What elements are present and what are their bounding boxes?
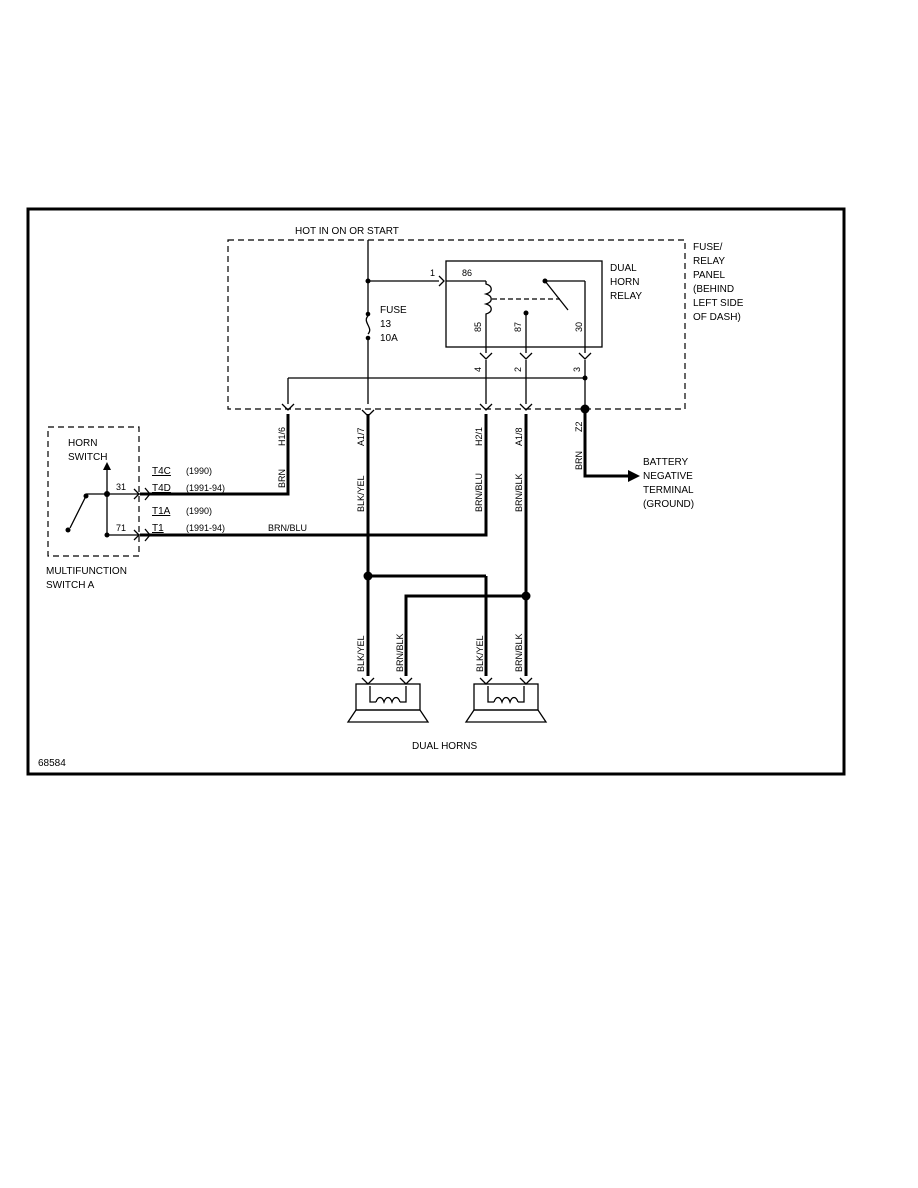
dual-horn-relay: 1 DUAL HORN RELAY 86 85 87 30 4 2 3 xyxy=(430,260,642,372)
svg-text:BRN/BLU: BRN/BLU xyxy=(268,523,307,533)
switch-connector-labels: T4C (1990) T4D (1991-94) T1A (1990) T1 (… xyxy=(152,466,225,534)
svg-text:(1991-94): (1991-94) xyxy=(186,523,225,533)
connector-labels: H1/6 A1/7 H2/1 A1/8 Z2 xyxy=(277,421,584,446)
svg-text:BRN: BRN xyxy=(574,451,584,470)
svg-text:(GROUND): (GROUND) xyxy=(643,499,694,510)
relay-output-wires xyxy=(281,360,588,411)
fuse-relay-panel-box xyxy=(227,239,686,410)
svg-text:BRN: BRN xyxy=(277,469,287,488)
svg-text:RELAY: RELAY xyxy=(693,256,725,267)
battery-ground-label: BATTERY NEGATIVE TERMINAL (GROUND) xyxy=(643,457,694,510)
svg-text:T1A: T1A xyxy=(152,506,171,517)
svg-text:BRN/BLU: BRN/BLU xyxy=(474,473,484,512)
dual-horns-label: DUAL HORNS xyxy=(412,741,478,752)
horn-left xyxy=(346,677,430,723)
svg-text:BATTERY: BATTERY xyxy=(643,457,689,468)
multifunction-switch-label: MULTIFUNCTION SWITCH A xyxy=(46,566,127,591)
svg-text:1: 1 xyxy=(430,268,435,278)
svg-text:BRN/BLK: BRN/BLK xyxy=(514,633,524,672)
svg-text:(1990): (1990) xyxy=(186,506,212,516)
svg-text:BLK/YEL: BLK/YEL xyxy=(475,635,485,672)
svg-text:13: 13 xyxy=(380,319,392,330)
svg-text:FUSE: FUSE xyxy=(380,305,407,316)
svg-text:BLK/YEL: BLK/YEL xyxy=(356,475,366,512)
svg-text:HORN: HORN xyxy=(68,438,97,449)
svg-text:NEGATIVE: NEGATIVE xyxy=(643,471,693,482)
wire-color-labels: BRN BLK/YEL BRN/BLU BRN/BLK BRN BRN/BLU … xyxy=(268,451,584,672)
svg-text:87: 87 xyxy=(513,322,523,332)
svg-text:DUAL: DUAL xyxy=(610,263,637,274)
power-feed-wire xyxy=(365,240,445,313)
svg-text:71: 71 xyxy=(116,523,126,533)
svg-text:Z2: Z2 xyxy=(574,421,584,432)
svg-text:LEFT SIDE: LEFT SIDE xyxy=(693,298,744,309)
external-wires xyxy=(140,404,640,676)
svg-text:3: 3 xyxy=(572,367,582,372)
svg-text:30: 30 xyxy=(574,322,584,332)
svg-text:4: 4 xyxy=(473,367,483,372)
svg-text:TERMINAL: TERMINAL xyxy=(643,485,694,496)
svg-text:PANEL: PANEL xyxy=(693,270,725,281)
svg-text:T1: T1 xyxy=(152,523,164,534)
svg-text:31: 31 xyxy=(116,482,126,492)
horn-switch: HORN SWITCH 31 71 xyxy=(47,426,151,557)
svg-text:T4C: T4C xyxy=(152,466,171,477)
svg-text:OF DASH): OF DASH) xyxy=(693,312,741,323)
svg-text:BRN/BLK: BRN/BLK xyxy=(395,633,405,672)
horn-right xyxy=(464,677,548,723)
svg-text:85: 85 xyxy=(473,322,483,332)
svg-text:BRN/BLK: BRN/BLK xyxy=(514,473,524,512)
svg-text:HORN: HORN xyxy=(610,277,639,288)
svg-text:A1/7: A1/7 xyxy=(356,427,366,446)
figure-number: 68584 xyxy=(38,758,66,769)
svg-text:2: 2 xyxy=(513,367,523,372)
diagram-frame xyxy=(26,207,846,776)
svg-text:MULTIFUNCTION: MULTIFUNCTION xyxy=(46,566,127,577)
panel-label: FUSE/ RELAY PANEL (BEHIND LEFT SIDE OF D… xyxy=(693,242,744,323)
svg-text:A1/8: A1/8 xyxy=(514,427,524,446)
svg-text:SWITCH A: SWITCH A xyxy=(46,580,95,591)
svg-text:T4D: T4D xyxy=(152,483,171,494)
svg-text:RELAY: RELAY xyxy=(610,291,642,302)
svg-text:(BEHIND: (BEHIND xyxy=(693,284,734,295)
svg-text:10A: 10A xyxy=(380,333,398,344)
svg-text:BLK/YEL: BLK/YEL xyxy=(356,635,366,672)
svg-text:(1990): (1990) xyxy=(186,466,212,476)
svg-text:H2/1: H2/1 xyxy=(474,427,484,446)
svg-text:(1991-94): (1991-94) xyxy=(186,483,225,493)
svg-text:FUSE/: FUSE/ xyxy=(693,242,723,253)
svg-text:SWITCH: SWITCH xyxy=(68,452,107,463)
power-source-label: HOT IN ON OR START xyxy=(295,226,399,237)
svg-text:86: 86 xyxy=(462,268,472,278)
svg-text:H1/6: H1/6 xyxy=(277,427,287,446)
fuse-13: FUSE 13 10A xyxy=(361,305,407,417)
